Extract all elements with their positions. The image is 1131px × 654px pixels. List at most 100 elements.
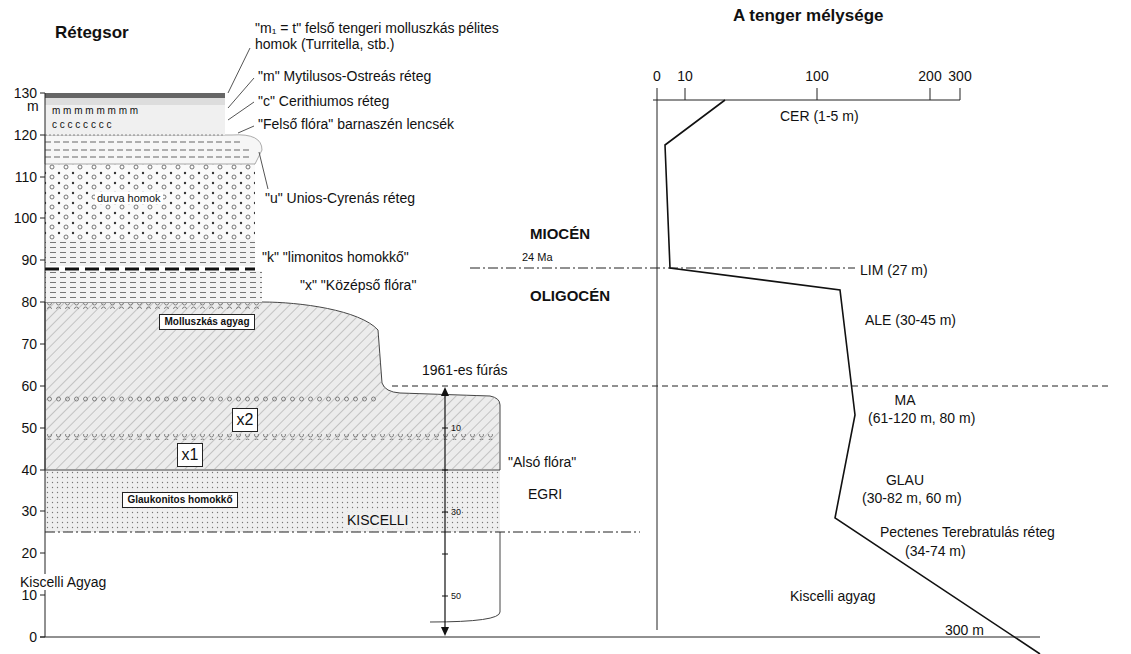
clay-layer — [45, 302, 500, 470]
axis-tick-label: 50 — [21, 420, 37, 436]
depth-tick-label: 200 — [918, 68, 941, 84]
borehole-label: 1961-es fúrás — [422, 362, 508, 378]
pebble-row — [45, 434, 495, 440]
column-outline — [430, 532, 500, 622]
box-text: x2 — [237, 410, 254, 429]
layer-label: "c" Cerithiumos réteg — [258, 93, 389, 109]
curve-label: 300 m — [945, 622, 984, 638]
leader-line — [259, 152, 268, 189]
glauconite-layer — [45, 470, 500, 532]
limonite-bed — [45, 268, 255, 271]
depth-scale-axis — [653, 100, 960, 101]
depth-axis — [45, 93, 46, 637]
zero-depth-line — [657, 100, 658, 630]
bedding-line — [45, 150, 250, 151]
baseline — [40, 637, 1040, 638]
axis-tick-label: 70 — [21, 336, 37, 352]
layer-label: "Alsó flóra" — [508, 454, 576, 470]
pebble-row — [45, 303, 260, 309]
bedding-line — [45, 142, 240, 143]
depth-tick-label: 10 — [677, 68, 693, 84]
borehole-tick-label: 30 — [451, 507, 461, 517]
depth-scale-ticks — [657, 88, 960, 100]
layer-label: "x" "Középső flóra" — [300, 277, 416, 293]
axis-tick-label: 110 — [15, 169, 37, 185]
epoch-label: OLIGOCÉN — [530, 287, 610, 304]
depth-tick-label: 100 — [805, 68, 828, 84]
sand-layer — [45, 164, 255, 240]
layer-label: durva homok — [95, 192, 163, 205]
striped-layer — [45, 240, 255, 266]
axis-tick-label: 30 — [21, 503, 37, 519]
layer-label: "m₁ = t" felső tengeri molluszkás pélite… — [255, 20, 507, 52]
layer-label: "u" Unios-Cyrenás réteg — [265, 190, 415, 206]
axis-unit: m — [27, 98, 39, 114]
sea-depth-curve — [665, 100, 1040, 654]
age-label: 24 Ma — [522, 251, 553, 264]
leader-line — [228, 102, 254, 120]
axis-ticks — [40, 93, 45, 637]
unio-layer — [45, 135, 262, 164]
box-text: x1 — [182, 445, 199, 464]
axis-tick-label: 80 — [21, 294, 37, 310]
panel-title: A tenger mélysége — [733, 6, 884, 26]
glauconite-pattern — [45, 470, 500, 532]
borehole-tick-label: 10 — [451, 423, 461, 433]
axis-tick-label: 90 — [21, 252, 37, 268]
top-layer — [45, 98, 225, 105]
curve-label: (30-82 m, 60 m) — [862, 490, 962, 506]
layer-label: "m" Mytilusos-Ostreás réteg — [258, 68, 431, 84]
axis-tick-label: 40 — [21, 462, 37, 478]
axis-tick-label: 20 — [21, 545, 37, 561]
formation-label: KISCELLI — [345, 512, 410, 528]
borehole-ticks — [442, 428, 448, 596]
formation-label: EGRI — [528, 486, 562, 502]
bedding-line — [45, 135, 225, 136]
layer-name-box: Molluszkás agyag — [159, 314, 254, 330]
formation-boundary — [45, 532, 640, 533]
leader-line — [238, 126, 254, 133]
curve-label: LIM (27 m) — [860, 262, 928, 278]
layer-label: "Felső flóra" barnaszén lencsék — [258, 116, 454, 132]
borehole-tick-label: 50 — [451, 591, 461, 601]
axis-tick-label: 0 — [29, 629, 37, 645]
arrow-head — [441, 627, 449, 636]
layer-label: "k" "limonitos homokkő" — [262, 249, 409, 265]
box-text: Molluszkás agyag — [164, 316, 249, 328]
arrow-head — [441, 387, 449, 396]
epoch-boundary — [470, 268, 855, 269]
leader-line — [228, 78, 254, 108]
striped-pattern — [45, 240, 255, 266]
box-text: Glaukonitos homokkő — [127, 494, 232, 506]
sand-pattern — [45, 164, 255, 240]
borehole-top-line — [392, 386, 1110, 387]
epoch-label: MIOCÉN — [530, 225, 590, 242]
layer-symbols: c c c c c c c c — [52, 119, 111, 131]
axis-tick-label: 10 — [21, 587, 37, 603]
curve-label: (34-74 m) — [905, 543, 966, 559]
axis-tick-label: 60 — [21, 378, 37, 394]
curve-label: CER (1-5 m) — [780, 108, 859, 124]
axis-tick-label: 120 — [14, 127, 37, 143]
layer-name-box: Glaukonitos homokkő — [122, 492, 237, 508]
axis-tick-label: 100 — [14, 210, 37, 226]
top-layer — [45, 93, 225, 98]
curve-label: ALE (30-45 m) — [865, 312, 956, 328]
curve-label: (61-120 m, 80 m) — [868, 410, 975, 426]
mytilus-cerithium-layer — [45, 105, 225, 135]
curve-label: GLAU — [886, 472, 924, 488]
curve-label: MA — [895, 392, 916, 408]
curve-label: Pectenes Terebratulás réteg — [880, 524, 1055, 540]
layer-symbols: m m m m m m m m — [52, 105, 138, 117]
sample-box: x1 — [177, 443, 204, 466]
striped-pattern — [45, 271, 262, 302]
sample-box: x2 — [232, 408, 259, 431]
bedding-line — [45, 157, 250, 158]
clay-pattern — [45, 302, 500, 470]
depth-tick-label: 300 — [948, 68, 971, 84]
striped-layer — [45, 271, 262, 302]
panel-title: Rétegsor — [55, 23, 129, 43]
pebble-row — [45, 396, 380, 402]
depth-tick-label: 0 — [653, 68, 661, 84]
